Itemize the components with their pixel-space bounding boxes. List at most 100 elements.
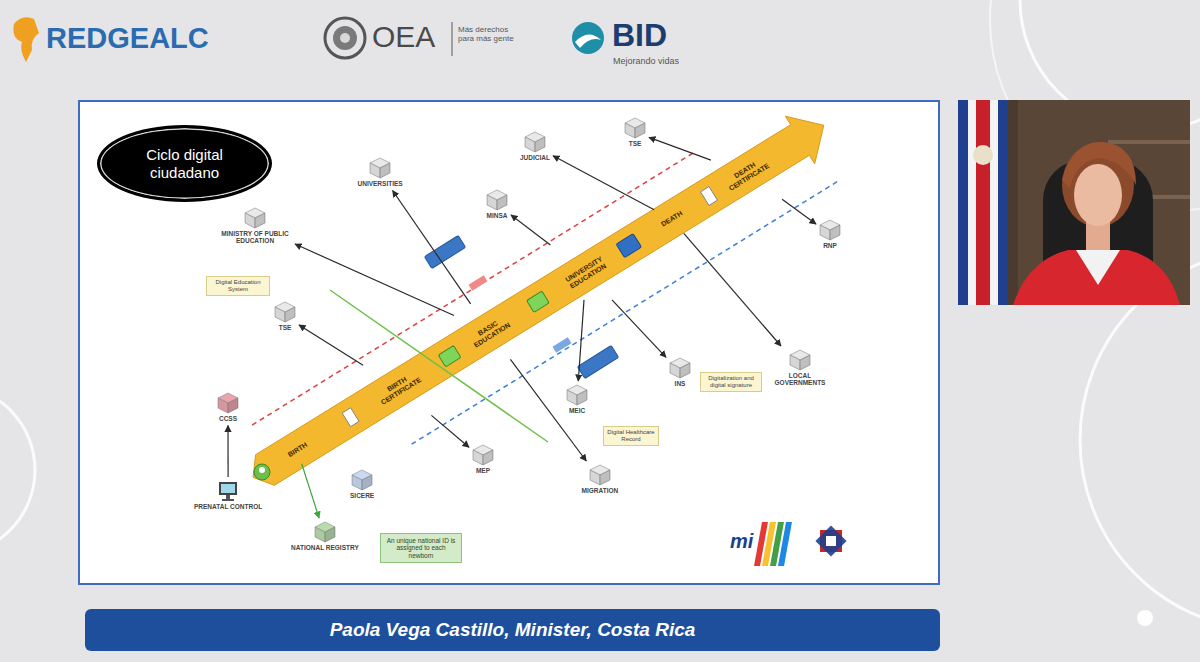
- cube-shade: [830, 225, 840, 240]
- document-sheet: [342, 408, 359, 427]
- cube-right: [483, 450, 493, 465]
- cube-left: [525, 137, 535, 152]
- bookshelf: [1108, 140, 1190, 144]
- flag-stripe: [958, 100, 968, 305]
- connector-arrow: [227, 426, 228, 478]
- jacket: [1013, 250, 1180, 305]
- connector-arrow: [431, 415, 469, 447]
- stage-text: DEATH: [659, 210, 683, 229]
- cube-icon: [589, 464, 611, 486]
- cube-left: [315, 527, 325, 542]
- cube-shade: [352, 475, 362, 490]
- cube-shade: [483, 450, 493, 465]
- entity-box: RNP: [819, 219, 841, 249]
- cube-shade: [800, 355, 810, 370]
- entity-box: MINISTRY OF PUBLIC EDUCATION: [218, 207, 292, 245]
- entity-text: MEIC: [569, 407, 585, 414]
- logo-divider: [451, 22, 453, 56]
- gov-star: [826, 536, 836, 546]
- cube-left: [670, 363, 680, 378]
- entity-text: MINSA: [487, 212, 508, 219]
- cube-right: [285, 307, 295, 322]
- cube-left: [473, 450, 483, 465]
- cube-shade: [635, 123, 645, 138]
- video-background: [958, 100, 1190, 305]
- entity-text: NATIONAL REGISTRY: [291, 544, 359, 551]
- cube-left: [487, 195, 497, 210]
- cube-left: [590, 470, 600, 485]
- redgealc-icon: [13, 17, 39, 62]
- cube-right: [325, 527, 335, 542]
- connector-arrow: [612, 300, 666, 357]
- cube-left: [275, 307, 285, 322]
- cube-right: [830, 225, 840, 240]
- stage-text: BASIC EDUCATION: [459, 309, 520, 355]
- stage-text: DEATH CERTIFICATE: [716, 150, 777, 196]
- cube-right: [380, 163, 390, 178]
- cube-right: [228, 398, 238, 413]
- cube-left: [820, 225, 830, 240]
- life-cycle-band: [253, 116, 824, 485]
- cube-shade: [218, 398, 228, 413]
- monitor-base: [222, 499, 234, 501]
- background-arc: [0, 385, 35, 555]
- entity-box: NATIONAL REGISTRY: [291, 521, 359, 551]
- speaker-video: [958, 100, 1190, 305]
- cube-left: [625, 123, 635, 138]
- cube-shade: [680, 363, 690, 378]
- cube-icon: [566, 384, 588, 406]
- band-cube-face: [438, 345, 461, 366]
- cube-shade: [362, 475, 372, 490]
- blue-tag-face: [553, 337, 572, 352]
- entity-text: SICERE: [350, 492, 374, 499]
- document-icon: [701, 187, 718, 206]
- cube-left: [790, 355, 800, 370]
- monitor-screen: [221, 484, 235, 493]
- cube-shade: [625, 123, 635, 138]
- logo-text: OEA: [372, 20, 435, 55]
- logo-text: mi: [730, 530, 753, 553]
- logo-tagline: Más derechos para más gente: [458, 25, 520, 43]
- system-box: [424, 235, 465, 268]
- cube-icon: [217, 392, 239, 414]
- title-ellipse: Ciclo digital ciudadano: [97, 125, 272, 202]
- cube-icon: [351, 469, 373, 491]
- cube-left: [245, 213, 255, 228]
- monitor-icon: [217, 480, 239, 502]
- band-cube: [616, 234, 641, 258]
- cube-shade: [473, 450, 483, 465]
- cube-icon: [669, 357, 691, 379]
- entity-box: INS: [669, 357, 691, 387]
- callout-note: Digital Healthcare Record: [603, 426, 659, 446]
- stage-label: UNIVERSITY EDUCATION: [553, 247, 618, 296]
- birth-icon: [259, 467, 265, 473]
- entity-text: TSE: [279, 324, 292, 331]
- cube-right: [362, 475, 372, 490]
- cube-right: [577, 390, 587, 405]
- connector-arrow: [553, 156, 654, 210]
- cube-shade: [670, 363, 680, 378]
- connector-arrow: [299, 325, 363, 365]
- cube-icon: [624, 117, 646, 139]
- cube-shade: [245, 213, 255, 228]
- cube-right: [680, 363, 690, 378]
- entity-box: JUDICIAL: [520, 131, 550, 161]
- cube-right: [497, 195, 507, 210]
- band-cube: [527, 291, 550, 312]
- entity-box: TSE: [274, 301, 296, 331]
- connector-arrow: [511, 215, 550, 245]
- connector-arrow: [782, 199, 816, 224]
- cube-shade: [285, 307, 295, 322]
- entity-box: CCSS: [217, 392, 239, 422]
- cube-right: [255, 213, 265, 228]
- band-cube-face: [616, 234, 641, 258]
- entity-text: UNIVERSITIES: [358, 180, 403, 187]
- system-box-face: [424, 235, 465, 268]
- connector-arrow: [510, 359, 586, 461]
- bid-icon: [572, 22, 604, 54]
- monitor-frame: [219, 482, 237, 495]
- hair: [1062, 142, 1136, 188]
- red-tag: [469, 275, 488, 290]
